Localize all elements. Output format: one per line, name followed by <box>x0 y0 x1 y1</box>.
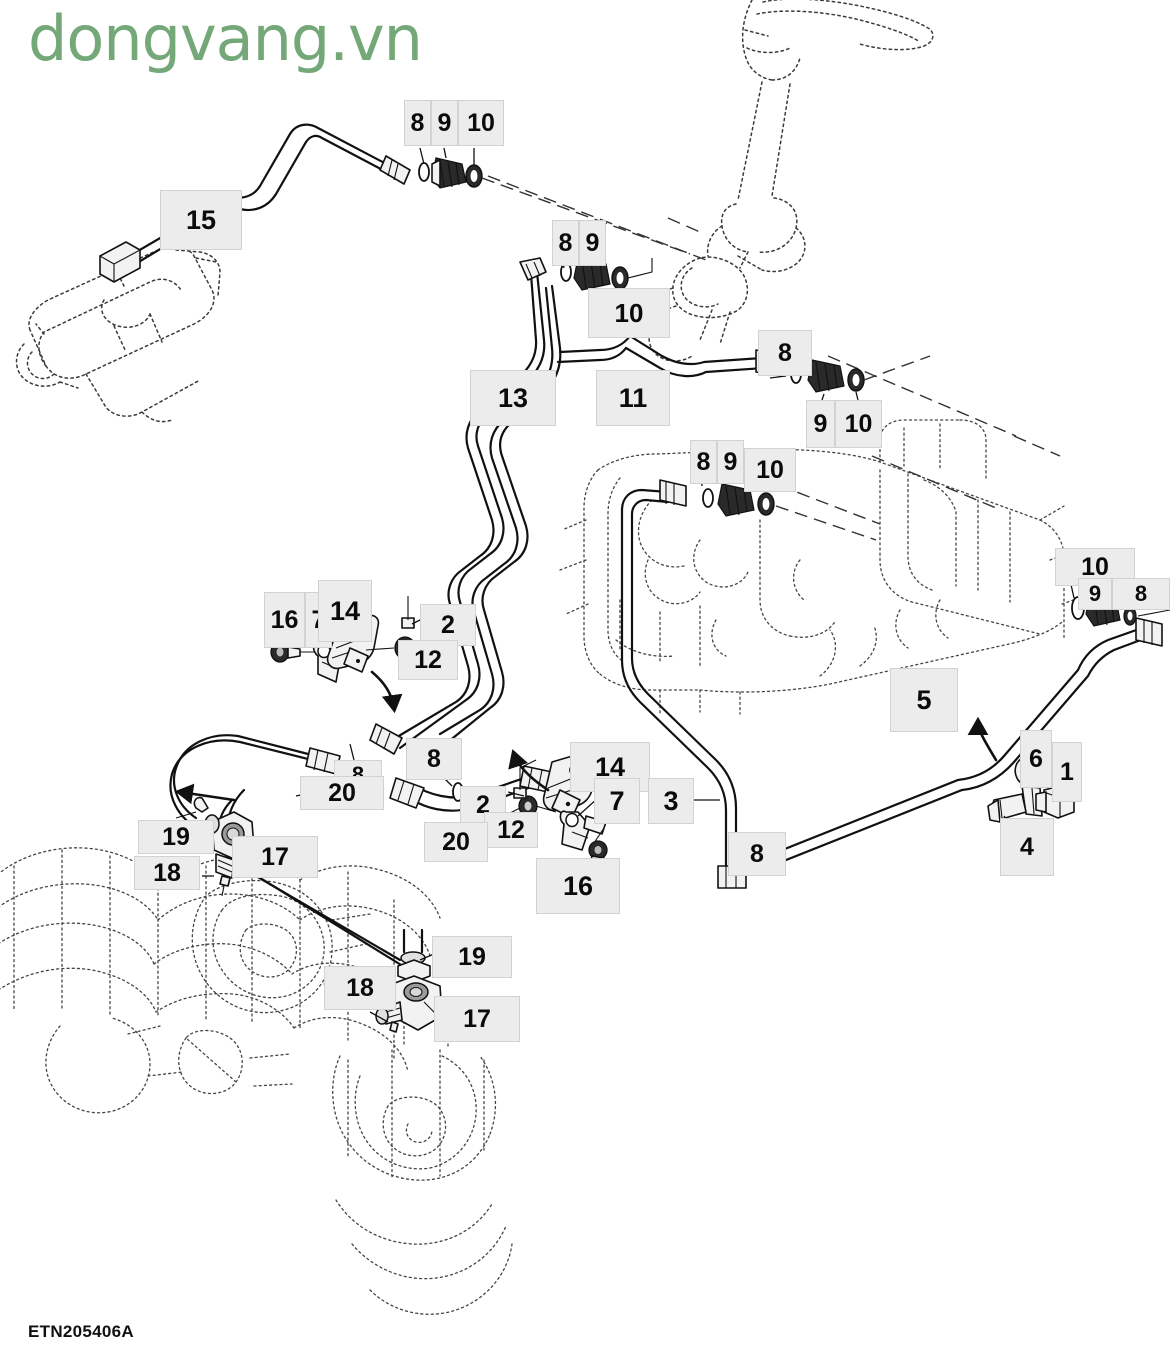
swivel-fitting-bottom <box>369 928 451 1033</box>
callout-item-1[interactable]: 1 <box>1052 742 1082 802</box>
fitting-group-top <box>418 147 691 255</box>
callout-item-4[interactable]: 4 <box>1000 818 1054 876</box>
callout-item-12[interactable]: 12 <box>398 640 458 680</box>
callout-item-13[interactable]: 13 <box>470 370 556 426</box>
line-15-tube <box>99 123 411 283</box>
callout-item-17[interactable]: 17 <box>232 836 318 878</box>
callout-item-7[interactable]: 7 <box>594 778 640 824</box>
assembly-arrow-5 <box>967 716 998 762</box>
callout-item-3[interactable]: 3 <box>648 778 694 824</box>
figure-id-label: ETN205406A <box>28 1322 135 1341</box>
callout-item-19[interactable]: 19 <box>432 936 512 978</box>
site-watermark: dongvang.vn <box>28 2 423 75</box>
callout-item-8[interactable]: 8 <box>690 440 717 484</box>
callout-item-8[interactable]: 8 <box>758 330 812 376</box>
callout-item-16[interactable]: 16 <box>264 592 305 648</box>
callout-item-10[interactable]: 10 <box>744 448 796 492</box>
line-5-tube <box>750 617 1163 874</box>
callout-item-9[interactable]: 9 <box>717 440 744 484</box>
callout-item-8[interactable]: 8 <box>552 220 579 266</box>
callout-item-5[interactable]: 5 <box>890 668 958 732</box>
callout-item-18[interactable]: 18 <box>134 856 200 890</box>
callout-item-10[interactable]: 10 <box>458 100 504 146</box>
callout-item-9[interactable]: 9 <box>806 400 835 448</box>
callout-item-17[interactable]: 17 <box>434 996 520 1042</box>
callout-item-18[interactable]: 18 <box>324 966 396 1010</box>
callout-item-9[interactable]: 9 <box>1078 578 1112 610</box>
callout-item-10[interactable]: 10 <box>835 400 882 448</box>
callout-item-15[interactable]: 15 <box>160 190 242 250</box>
callout-item-6[interactable]: 6 <box>1020 730 1052 788</box>
callout-item-16[interactable]: 16 <box>536 858 620 914</box>
callout-item-11[interactable]: 11 <box>596 370 670 426</box>
callout-item-8[interactable]: 8 <box>404 100 431 146</box>
callout-item-14[interactable]: 14 <box>318 580 372 642</box>
fitting-group-center <box>699 463 877 541</box>
callout-item-2[interactable]: 2 <box>420 604 476 646</box>
callout-item-9[interactable]: 9 <box>431 100 458 146</box>
callout-item-20[interactable]: 20 <box>300 776 384 810</box>
front-axle-ghost <box>0 847 513 1315</box>
callout-item-12[interactable]: 12 <box>484 812 538 848</box>
callout-item-8[interactable]: 8 <box>728 832 786 876</box>
callout-item-19[interactable]: 19 <box>138 820 214 854</box>
callout-item-10[interactable]: 10 <box>588 288 670 338</box>
fitting-group-right-upper <box>769 347 931 401</box>
line-3-tube <box>620 479 747 889</box>
callout-item-20[interactable]: 20 <box>424 822 488 862</box>
callout-item-8[interactable]: 8 <box>1112 578 1170 610</box>
callout-item-9[interactable]: 9 <box>579 220 606 266</box>
callout-item-8[interactable]: 8 <box>406 738 462 780</box>
steering-cylinder-ghost <box>15 245 221 423</box>
